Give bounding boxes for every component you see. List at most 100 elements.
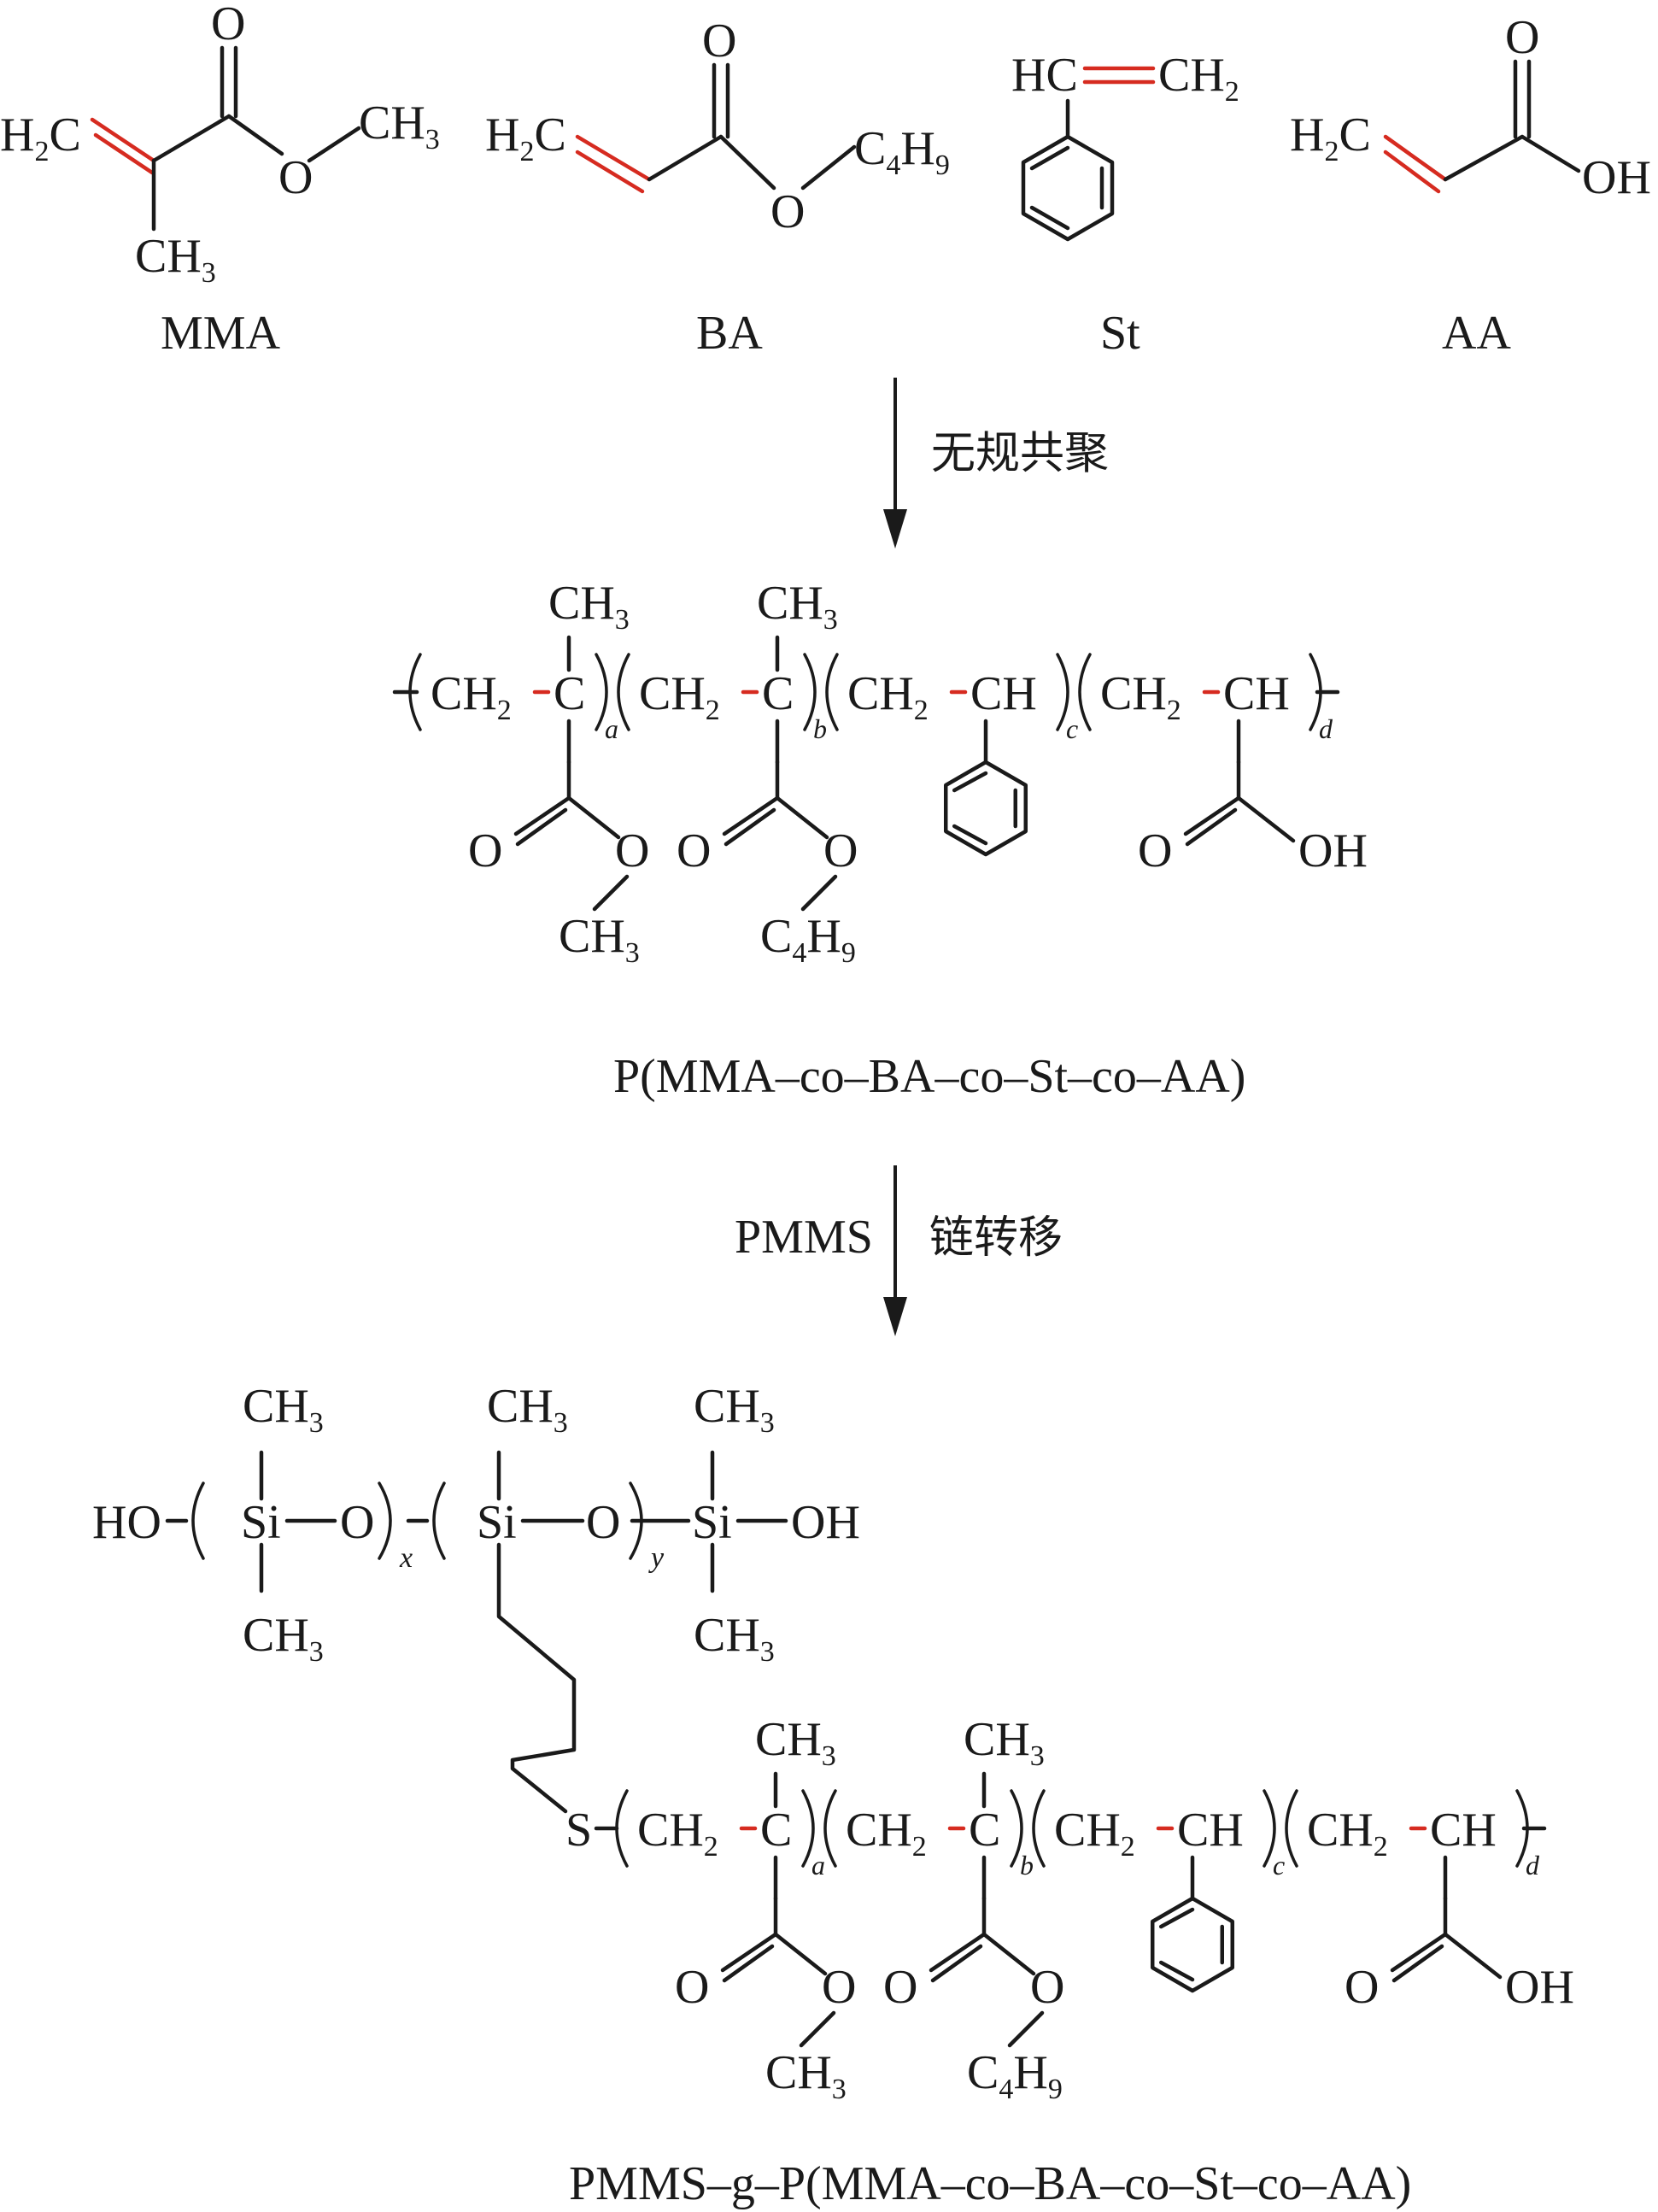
- cop-ester-o-ba-part: O: [823, 824, 858, 877]
- graft-index-ba: b: [1020, 1850, 1034, 1880]
- cop-alpha-methyl-mma-part: CH: [548, 577, 615, 630]
- graft-ester-butyl: C4H9: [967, 2046, 1063, 2105]
- graft-ester-methyl: CH3: [765, 2046, 847, 2105]
- bond: [799, 2010, 836, 2048]
- graft-ch2-st: CH2: [1054, 1804, 1135, 1863]
- bond: [952, 824, 988, 846]
- cop-ester-o-mma: O: [615, 824, 649, 877]
- cop-carbonyl-o-ba: O: [677, 824, 711, 877]
- bond: [1158, 1907, 1195, 1929]
- ba-h2c: H2C: [485, 109, 566, 167]
- step2-reagent: PMMS: [735, 1211, 873, 1264]
- cop-c-ba-part: C: [762, 667, 794, 720]
- bond: [800, 874, 838, 912]
- graft-c-mma: C: [760, 1804, 792, 1857]
- arrow-head: [883, 1297, 907, 1336]
- bond: [1007, 2010, 1045, 2048]
- aa-hydroxyl: OH: [1582, 151, 1651, 204]
- cop-ch2-st-part: CH: [847, 667, 914, 720]
- bond: [722, 1944, 775, 1983]
- aa-carbonyl-o: O: [1505, 11, 1539, 64]
- step1-condition: 无规共聚: [931, 428, 1109, 479]
- bond: [592, 874, 630, 912]
- si1-bottom-methyl: CH3: [243, 1609, 324, 1668]
- siloxane-ho: HO: [92, 1496, 161, 1549]
- cop-ester-methyl-part: 3: [625, 937, 640, 969]
- cop-paren-open-aa: [1078, 653, 1092, 731]
- cop-paren-open-mma: [408, 653, 422, 731]
- graft-ch-st-part: CH: [1177, 1804, 1244, 1857]
- si1-top-methyl: CH3: [243, 1380, 324, 1439]
- graft-paren-open-st: [1032, 1789, 1046, 1868]
- graft-carbonyl-o-ba: O: [883, 1961, 917, 2014]
- thioether-s: S: [565, 1804, 592, 1857]
- arrow-head: [883, 509, 907, 549]
- cop-ch-st-part: CH: [970, 667, 1037, 720]
- monomer-st: HC CH2 St: [1011, 49, 1239, 360]
- graft-alpha-methyl-ba-part: 3: [1030, 1740, 1045, 1772]
- graft-ch2-mma-part: 2: [704, 1831, 718, 1863]
- si3-bottom-methyl: CH3: [694, 1609, 775, 1668]
- cop-ester-butyl-part: C: [760, 910, 792, 963]
- cop-ch2-mma-part: CH: [431, 667, 497, 720]
- ba-label: BA: [696, 307, 763, 360]
- monomer-ba: H2C O O C4H9 BA: [485, 15, 950, 360]
- graft-carbonyl-o-mma-part: O: [675, 1961, 709, 2014]
- benzene-ring: [1150, 1896, 1235, 1993]
- cop-ch2-aa: CH2: [1100, 667, 1181, 726]
- bond: [1390, 1932, 1448, 1973]
- graft-ester-butyl-part: 4: [999, 2074, 1013, 2105]
- graft-c-ba: C: [969, 1804, 1000, 1857]
- graft-alpha-methyl-mma-part: 3: [822, 1740, 836, 1772]
- cop-hydroxyl: OH: [1298, 824, 1368, 877]
- graft-ch2-st-part: CH: [1054, 1804, 1121, 1857]
- mma-ester-o: O: [278, 151, 313, 204]
- cop-index-aa: d: [1319, 713, 1333, 744]
- cop-ester-methyl-part: CH: [559, 910, 625, 963]
- graft-ester-o-ba-part: O: [1030, 1961, 1064, 2014]
- bond: [515, 807, 568, 847]
- cop-alpha-methyl-mma-part: 3: [615, 604, 630, 636]
- graft-paren-open-aa: [1285, 1789, 1298, 1868]
- graft-ch-aa-part: CH: [1430, 1804, 1497, 1857]
- cop-index-st: c: [1066, 713, 1078, 744]
- bond: [566, 795, 621, 840]
- cop-paren-open-st: [825, 653, 839, 731]
- graft-ch2-ba: CH2: [846, 1804, 927, 1863]
- mma-c-c-bond: [151, 114, 231, 163]
- graft-paren-close-mma: [801, 1789, 815, 1868]
- index-x: x: [399, 1542, 413, 1574]
- graft-paren-close-st: [1263, 1789, 1276, 1868]
- mma-ester-methyl: CH3: [359, 97, 440, 155]
- cop-paren-close-mma: [595, 653, 608, 731]
- graft-ch-st: CH: [1177, 1804, 1244, 1857]
- cop-alpha-methyl-ba: CH3: [757, 577, 838, 636]
- graft-index-aa: d: [1526, 1850, 1540, 1880]
- st-label: St: [1100, 307, 1140, 360]
- graft-ester-o-mma-part: O: [822, 1961, 856, 2014]
- cop-ch-st: CH: [970, 667, 1037, 720]
- cop-ch2-ba: CH2: [639, 667, 720, 726]
- graft-index-st: c: [1273, 1850, 1285, 1880]
- graft-carbonyl-o-ba-part: O: [883, 1961, 917, 2014]
- siloxane-chain: HO Si O CH3 CH3 x Si O CH3 y Si OH CH3 C…: [92, 1380, 860, 1857]
- cop-hydroxyl-part: OH: [1298, 824, 1368, 877]
- si2-top-methyl: CH3: [487, 1380, 568, 1439]
- graft-alpha-methyl-ba-part: CH: [964, 1713, 1030, 1766]
- graft-hydroxyl-part: OH: [1505, 1961, 1574, 2014]
- cop-carbonyl-o-mma-part: O: [468, 824, 502, 877]
- graft-ch2-aa: CH2: [1307, 1804, 1388, 1863]
- st-hc: HC: [1011, 49, 1078, 102]
- graft-ch2-aa-part: 2: [1374, 1831, 1388, 1863]
- graft-ch-aa: CH: [1430, 1804, 1497, 1857]
- monomer-aa: H2C O OH AA: [1290, 11, 1651, 360]
